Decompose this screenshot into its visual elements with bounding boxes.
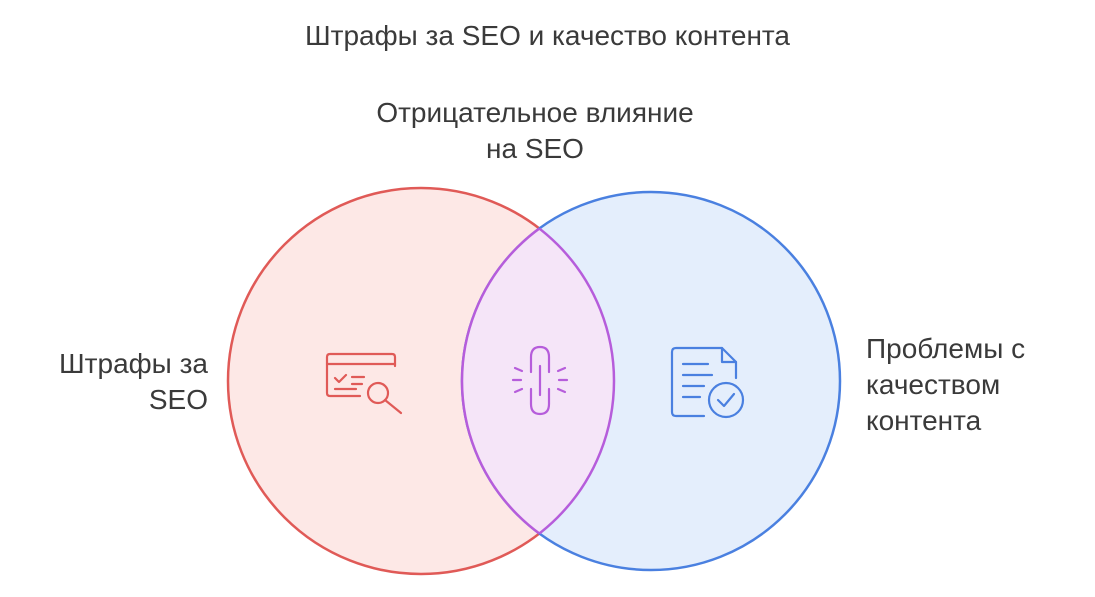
intersection-label: Отрицательное влияние на SEO [300, 95, 770, 167]
left-circle-label: Штрафы за SEO [20, 346, 208, 418]
right-circle-label: Проблемы с качеством контента [866, 331, 1086, 439]
seo-audit-search-icon [325, 352, 403, 415]
overlap-region [460, 190, 614, 572]
intersection-label-line-2: на SEO [486, 133, 584, 164]
left-label-line-2: SEO [148, 384, 208, 415]
diagram-title: Штрафы за SEO и качество контента [304, 20, 791, 51]
intersection-label-line-1: Отрицательное влияние [376, 97, 694, 128]
document-check-icon [670, 346, 745, 419]
broken-link-icon [511, 345, 569, 416]
right-label-line-2: качеством [866, 369, 1001, 400]
right-label-line-1: Проблемы с [866, 333, 1026, 364]
overlap-outline [462, 192, 616, 570]
left-label-line-1: Штрафы за [59, 348, 208, 379]
right-label-line-3: контента [866, 405, 982, 436]
